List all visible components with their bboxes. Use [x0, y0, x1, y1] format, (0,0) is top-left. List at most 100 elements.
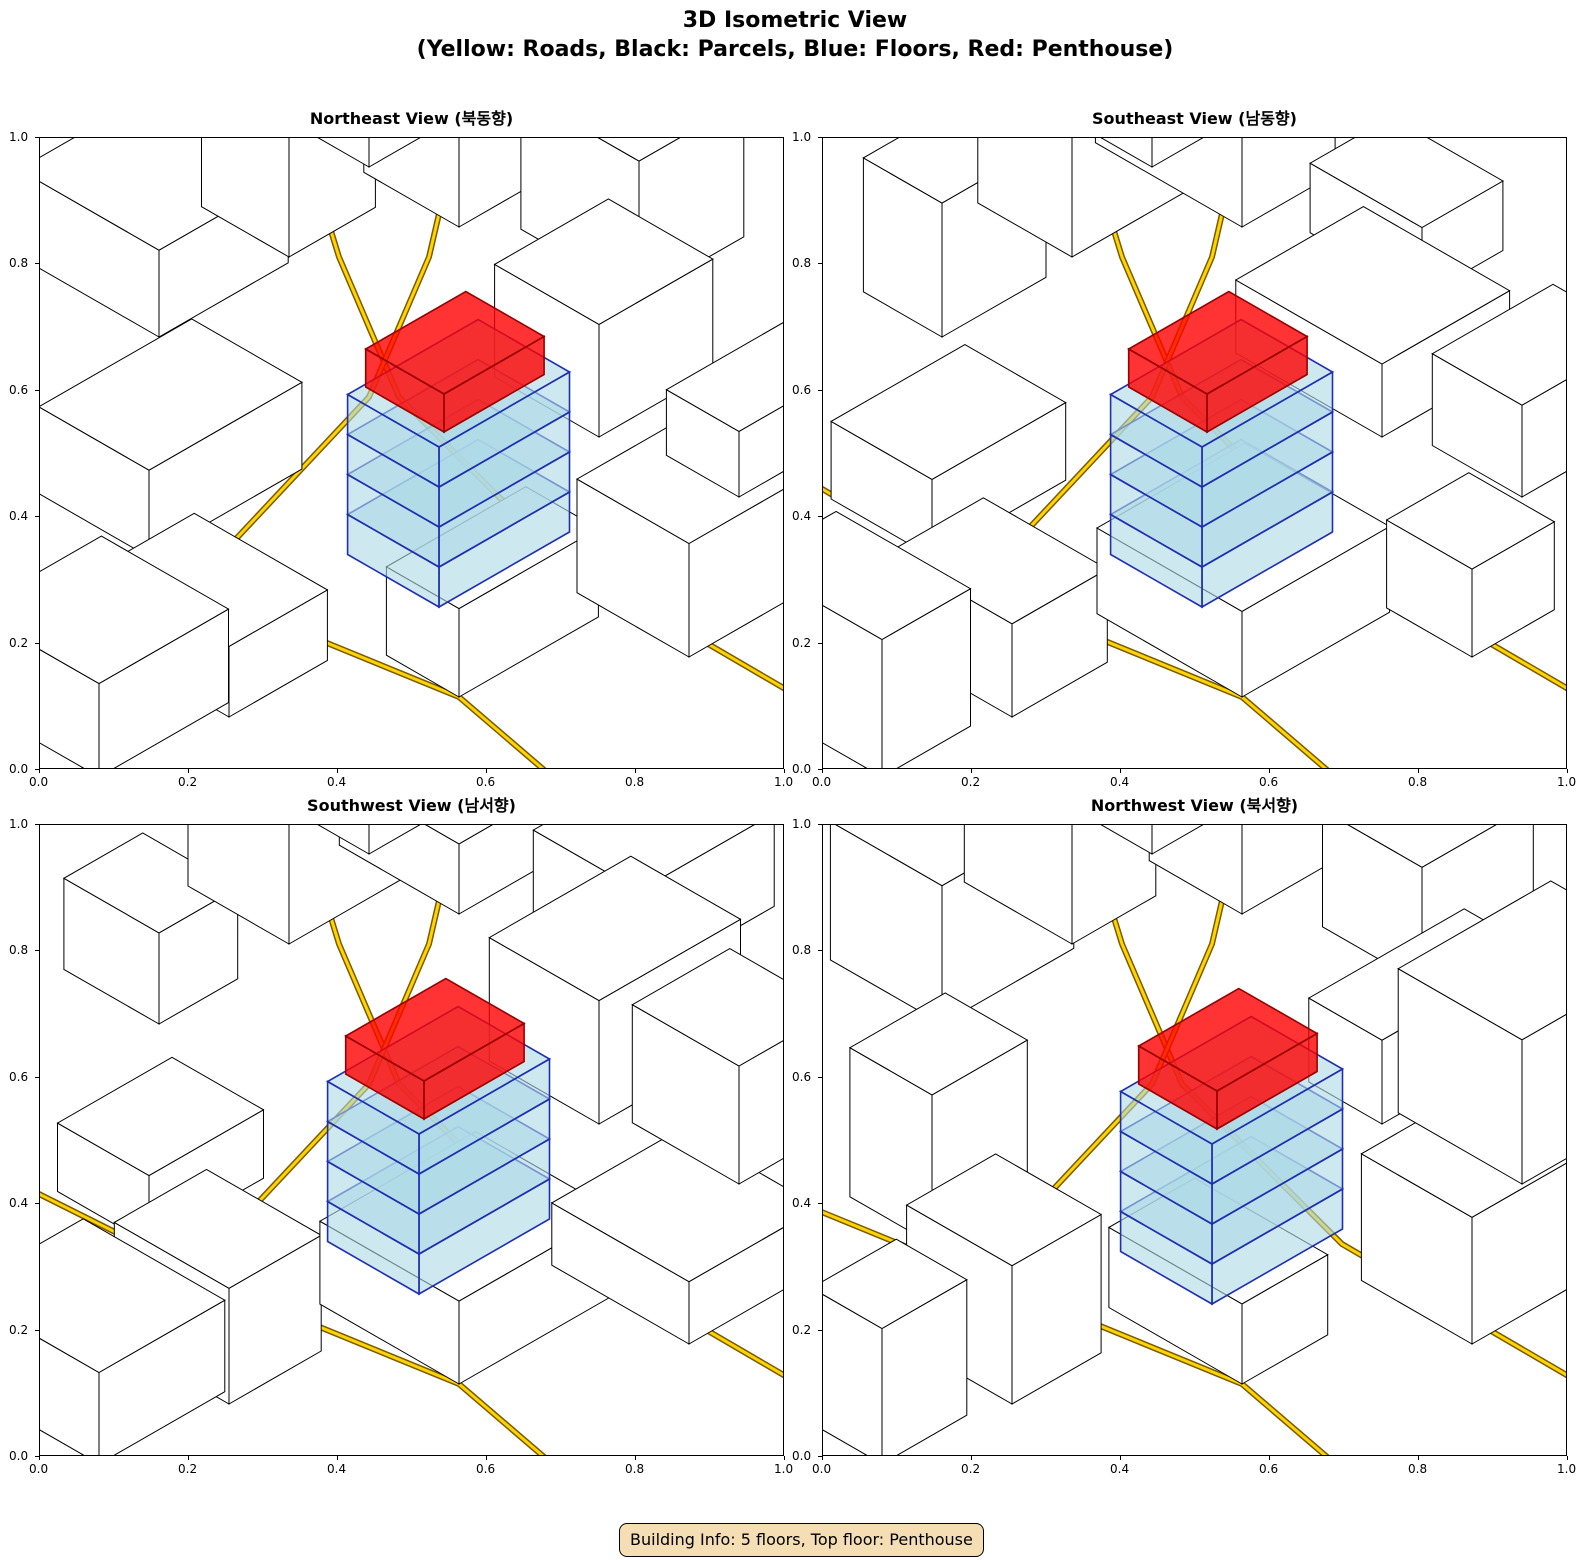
x-tick-mark	[486, 1456, 487, 1460]
x-tick-label: 0.6	[1259, 775, 1279, 789]
y-tick-mark	[818, 137, 822, 138]
view-title: Northeast View (북동향)	[309, 109, 514, 128]
x-tick-label: 1.0	[1557, 1462, 1577, 1476]
y-tick-mark	[818, 642, 822, 644]
x-tick-label: 0.0	[812, 1462, 832, 1476]
x-tick-mark	[784, 769, 785, 773]
view-canvas	[822, 824, 1567, 1456]
y-tick-label: 0.8	[792, 943, 812, 958]
y-tick-mark	[818, 769, 822, 770]
y-tick-mark	[818, 389, 822, 391]
view-plot-area	[39, 137, 784, 769]
parcel-building	[315, 137, 423, 168]
x-tick-label: 0.4	[327, 1462, 347, 1476]
x-tick-label: 1.0	[774, 1462, 794, 1476]
x-tick-mark	[971, 1456, 972, 1460]
x-tick-mark	[1120, 1456, 1121, 1460]
y-tick-mark	[818, 1076, 822, 1078]
parcel-building	[822, 510, 972, 769]
y-tick-mark	[35, 1076, 39, 1078]
y-tick-mark	[818, 1456, 822, 1457]
y-tick-label: 0.8	[9, 256, 29, 271]
x-tick-mark	[971, 769, 972, 773]
x-tick-label: 0.8	[1408, 1462, 1428, 1476]
y-tick-label: 0.6	[792, 1069, 812, 1084]
x-tick-label: 1.0	[774, 775, 794, 789]
x-tick-label: 0.6	[476, 1462, 496, 1476]
x-tick-mark	[1120, 769, 1121, 773]
penthouse-floor	[364, 290, 546, 434]
y-tick-label: 1.0	[792, 130, 812, 144]
y-tick-mark	[35, 389, 39, 391]
parcel-building	[39, 535, 230, 769]
building-info-box: Building Info: 5 floors, Top floor: Pent…	[619, 1523, 984, 1557]
figure-title: 3D Isometric View (Yellow: Roads, Black:…	[0, 6, 1590, 64]
y-tick-label: 0.2	[792, 635, 812, 650]
y-tick-label: 0.6	[792, 382, 812, 397]
parcel-building	[1098, 824, 1206, 855]
x-tick-label: 0.8	[625, 1462, 645, 1476]
figure-title-line1: 3D Isometric View	[682, 8, 908, 33]
y-tick-label: 0.8	[9, 943, 29, 958]
y-tick-mark	[35, 824, 39, 825]
parcel-buildings	[39, 137, 784, 769]
view-canvas	[822, 137, 1567, 769]
y-tick-mark	[35, 516, 39, 518]
x-tick-label: 0.2	[178, 1462, 198, 1476]
x-tick-label: 0.4	[1110, 1462, 1130, 1476]
x-tick-mark	[822, 1456, 823, 1460]
x-tick-label: 0.2	[178, 775, 198, 789]
y-tick-label: 0.6	[9, 1069, 29, 1084]
target-building	[1118, 987, 1345, 1306]
y-tick-label: 0.4	[792, 509, 812, 524]
view-plot-area	[39, 824, 784, 1456]
view-panel: Northeast View (북동향) 0.0 0.2 0.4 0.6 0.8 1.0 0.…	[0, 107, 824, 799]
y-tick-mark	[818, 263, 822, 265]
y-tick-mark	[35, 1203, 39, 1205]
target-building	[1108, 290, 1335, 609]
view-plot-area	[822, 824, 1567, 1456]
x-tick-label: 0.0	[29, 1462, 49, 1476]
y-tick-mark	[818, 950, 822, 952]
parcel-building	[39, 318, 303, 558]
x-tick-label: 0.4	[327, 775, 347, 789]
y-tick-label: 0.8	[792, 256, 812, 271]
x-tick-mark	[1418, 769, 1419, 773]
parcel-building	[631, 948, 784, 1185]
x-tick-mark	[1269, 769, 1270, 773]
y-tick-mark	[35, 1329, 39, 1331]
y-tick-mark	[818, 824, 822, 825]
x-tick-label: 0.6	[1259, 1462, 1279, 1476]
x-tick-label: 1.0	[1557, 775, 1577, 789]
y-tick-mark	[35, 769, 39, 770]
penthouse-floor	[344, 977, 526, 1121]
x-tick-mark	[39, 1456, 40, 1460]
y-tick-label: 1.0	[9, 817, 29, 831]
y-tick-label: 1.0	[792, 817, 812, 831]
y-tick-label: 0.2	[9, 1322, 29, 1337]
parcel-building	[1397, 880, 1567, 1185]
x-tick-mark	[822, 769, 823, 773]
parcel-building	[963, 824, 1157, 945]
view-title: Southwest View (남서향)	[307, 796, 516, 815]
parcel-building	[39, 1218, 226, 1456]
x-tick-mark	[188, 769, 189, 773]
x-tick-label: 0.2	[961, 775, 981, 789]
y-tick-label: 0.0	[792, 1449, 812, 1463]
x-tick-mark	[337, 1456, 338, 1460]
x-tick-mark	[635, 769, 636, 773]
y-tick-mark	[818, 516, 822, 518]
x-tick-label: 0.2	[961, 1462, 981, 1476]
figure-title-line2: (Yellow: Roads, Black: Parcels, Blue: Fl…	[416, 37, 1174, 62]
view-canvas	[39, 824, 784, 1456]
y-tick-label: 0.0	[9, 1449, 29, 1463]
x-tick-label: 0.8	[1408, 775, 1428, 789]
y-tick-label: 0.0	[792, 762, 812, 776]
y-tick-mark	[818, 1203, 822, 1205]
x-tick-mark	[39, 769, 40, 773]
parcel-building	[1094, 137, 1336, 228]
x-tick-mark	[784, 1456, 785, 1460]
y-tick-label: 0.4	[792, 1196, 812, 1211]
